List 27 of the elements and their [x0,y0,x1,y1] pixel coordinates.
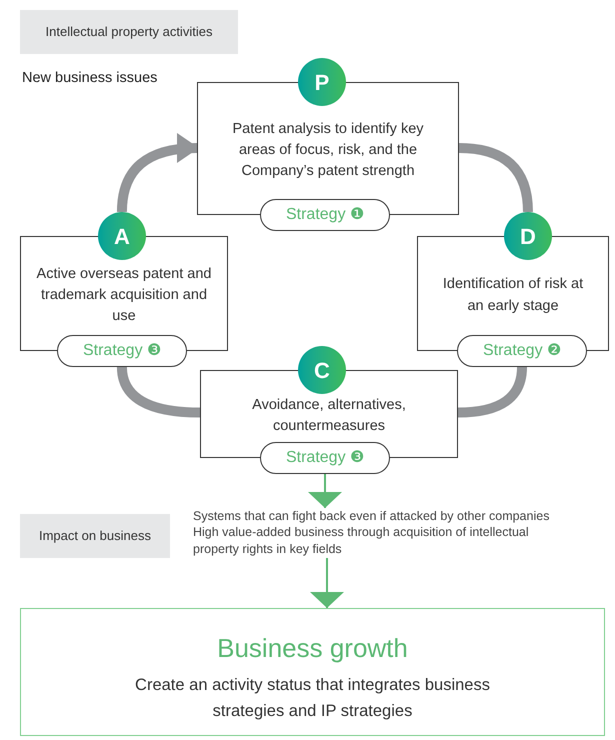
strategy-tag: Strategy ❸ [260,442,390,474]
strategy-tag: Strategy ❷ [457,335,587,367]
phase-badge: P [298,58,346,106]
process-box [200,346,458,474]
phase-badge: A [98,212,146,260]
panel-heading: Business growth [217,632,408,665]
impact-text: High value-added business through acquisition of intellectual property rights in key fields [193,524,530,557]
panel-body: Create an activity status that integrates business strategies and IP strategies [134,675,491,722]
box-text: Avoidance, alternatives, countermeasures [251,396,407,436]
box-text: Patent analysis to identify key areas of focus, risk, and the Company’s patent strength [231,120,425,181]
strategy-tag: Strategy ❶ [260,199,390,231]
box-text: Active overseas patent and trademark acquisition and use [36,264,212,326]
strategy-tag: Strategy ❸ [57,335,187,367]
flow-arrow [310,558,344,608]
box-text: Identification of risk at an early stage [442,275,584,316]
process-box [197,58,459,231]
flow-arrow [116,134,199,212]
section-tag: Impact on business [20,514,170,558]
section-tag: Intellectual property activities [20,10,238,54]
process-box [417,212,609,367]
flow-arrow [308,474,342,508]
result-panel [20,608,605,736]
phase-badge: C [298,346,346,394]
section-label: New business issues [22,69,158,88]
process-box [20,212,228,367]
phase-badge: D [504,212,552,260]
impact-text: Systems that can fight back even if attacked by other companies [193,508,550,524]
